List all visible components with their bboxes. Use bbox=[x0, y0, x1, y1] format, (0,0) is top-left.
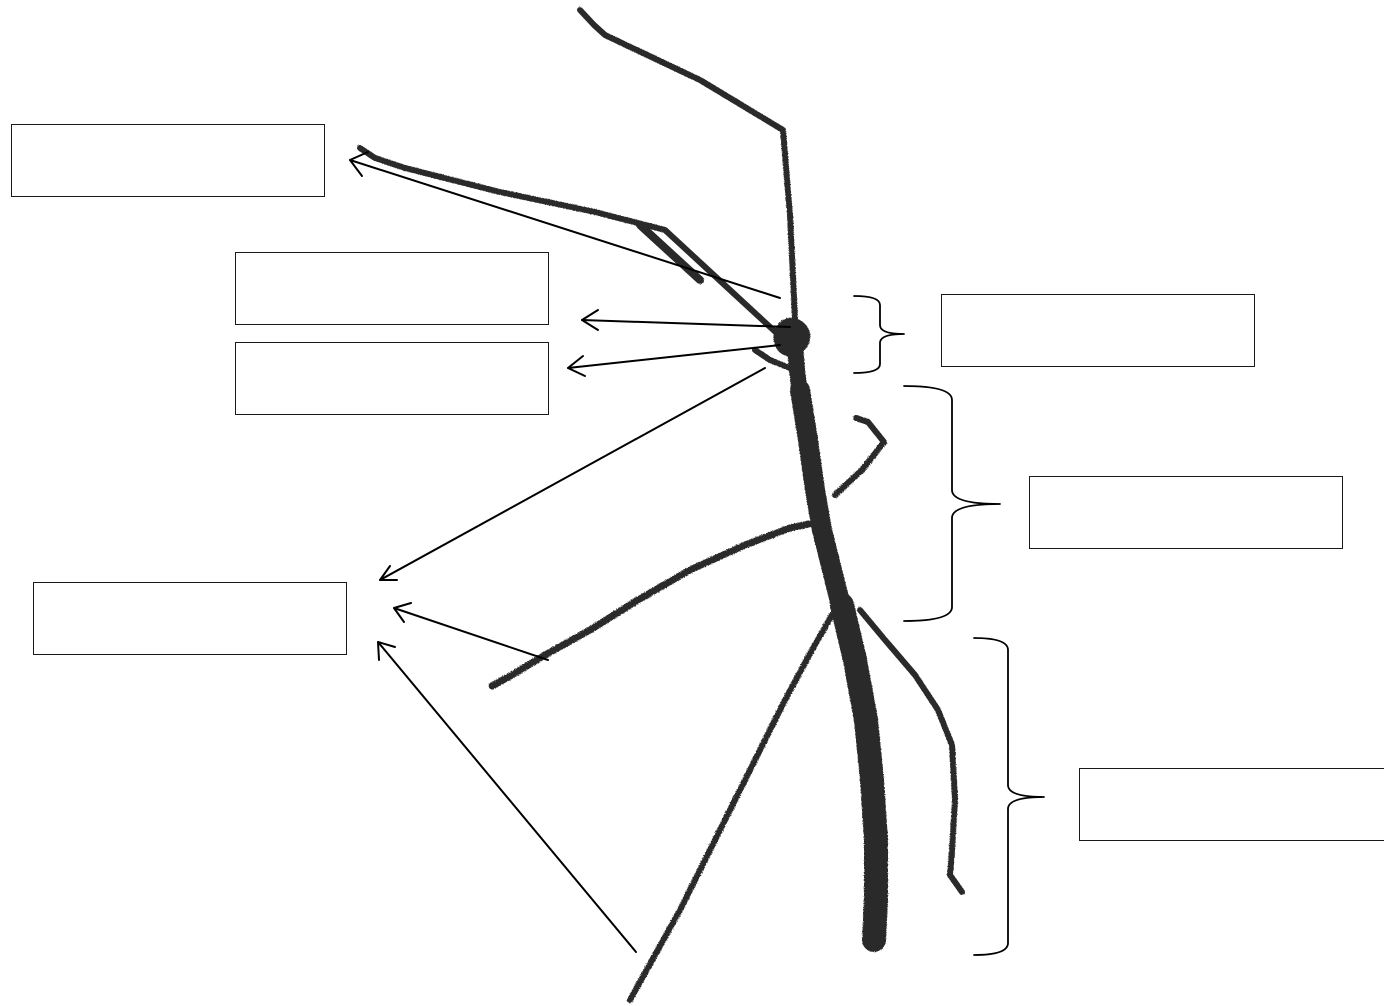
front-leg-left bbox=[752, 347, 793, 371]
label-box-abdomen[interactable] bbox=[1079, 768, 1384, 841]
stick-insect-body bbox=[357, 7, 965, 1003]
right-antenna bbox=[577, 7, 798, 321]
arrowhead-legs-3 bbox=[377, 641, 396, 661]
mid-leg-left bbox=[488, 518, 822, 690]
left-antenna bbox=[357, 145, 785, 341]
arrowhead-legs-2 bbox=[393, 602, 412, 623]
arrow-legs-2 bbox=[393, 607, 549, 661]
label-box-antenna[interactable] bbox=[11, 124, 325, 197]
arrow-legs-3 bbox=[377, 641, 637, 953]
hind-leg-right bbox=[857, 607, 965, 895]
brace-thorax bbox=[903, 385, 1001, 622]
thorax bbox=[790, 380, 852, 620]
label-box-thorax[interactable] bbox=[1029, 476, 1343, 549]
arrowhead-legs-1 bbox=[379, 565, 398, 581]
brace-head bbox=[853, 295, 905, 374]
arrow-antenna bbox=[349, 159, 781, 299]
mid-leg-right bbox=[832, 415, 887, 498]
pointer-arrows bbox=[349, 151, 791, 953]
label-box-head[interactable] bbox=[941, 294, 1255, 367]
label-box-legs[interactable] bbox=[33, 582, 347, 655]
arrow-upper bbox=[581, 319, 791, 328]
arrowhead-lower bbox=[567, 355, 586, 377]
brace-abdomen bbox=[973, 637, 1045, 956]
arrowhead-upper bbox=[581, 309, 599, 331]
arrow-lower bbox=[567, 344, 781, 369]
label-box-lower[interactable] bbox=[235, 342, 549, 415]
arrowhead-antenna bbox=[349, 151, 369, 177]
hind-leg-left bbox=[627, 612, 835, 1003]
label-box-upper[interactable] bbox=[235, 252, 549, 325]
arrow-legs-1 bbox=[379, 367, 766, 581]
braces bbox=[853, 295, 1045, 956]
